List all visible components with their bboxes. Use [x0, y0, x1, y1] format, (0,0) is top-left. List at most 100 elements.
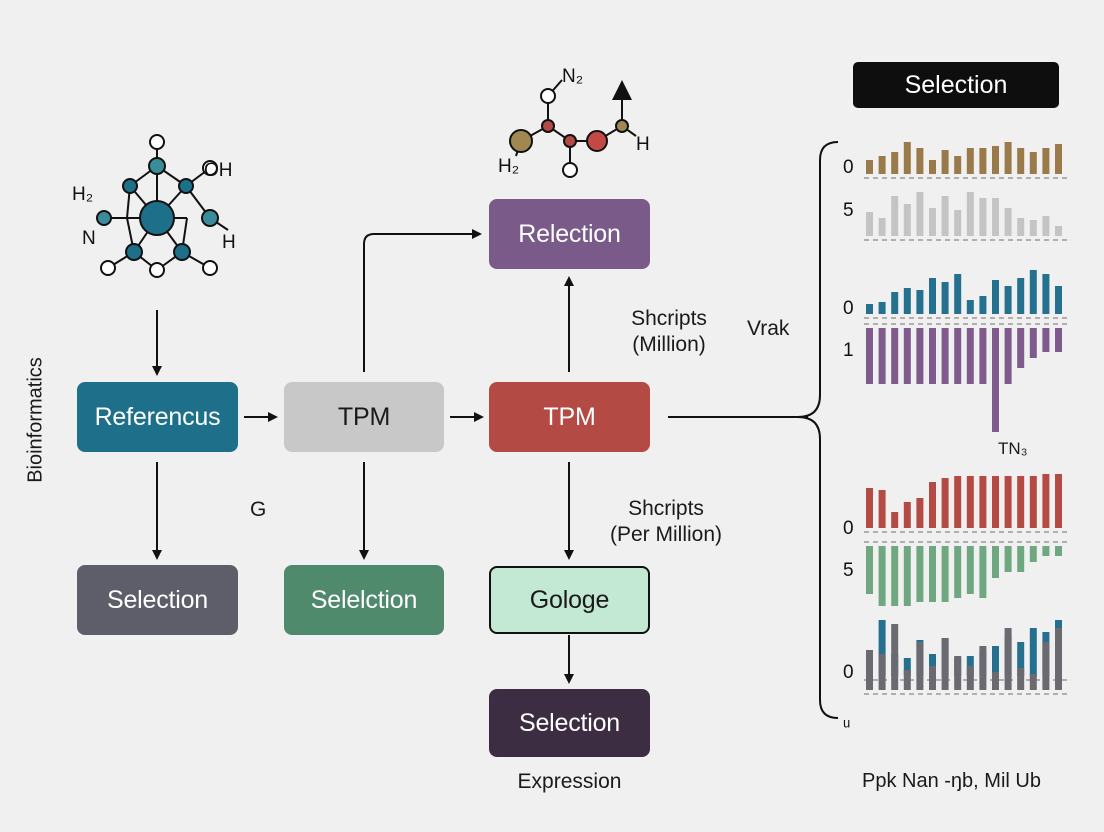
chart-bar — [954, 156, 962, 174]
molecule-left-icon: H₂ N OH H — [72, 134, 236, 278]
node-selelction-green[interactable]: Selelction — [284, 565, 444, 635]
chart-bar — [1017, 642, 1025, 676]
chart-bar — [941, 478, 949, 528]
chart-bar — [966, 666, 974, 690]
selection-charts — [864, 142, 1070, 695]
chart-bar — [929, 482, 936, 528]
chart-bar — [941, 150, 949, 174]
chart-bar — [1042, 328, 1050, 352]
chart-axis-number: 5 — [843, 560, 854, 581]
molecule-left-label-h2: H₂ — [72, 184, 93, 205]
label-expression: Expression — [517, 770, 622, 793]
label-shcripts-million-line2: (Million) — [632, 333, 706, 356]
chart-bar — [1004, 286, 1012, 314]
chart-bar — [929, 208, 936, 236]
node-gologe-label: Gologe — [529, 585, 610, 614]
chart-bar — [916, 498, 924, 528]
chart-bar — [992, 646, 999, 676]
chart-bar — [891, 546, 899, 606]
chart-bar — [1042, 642, 1050, 690]
chart-bar — [1029, 546, 1037, 562]
chart-bar — [866, 650, 873, 690]
node-referencus-label: Referencus — [94, 402, 221, 431]
node-selection-gray[interactable]: Selection — [77, 565, 238, 635]
chart-axis-number: 5 — [843, 200, 854, 221]
chart-bar — [979, 646, 987, 690]
node-tpm-gray[interactable]: TPM — [284, 382, 444, 452]
molecule-top-label-n2: N₂ — [562, 66, 583, 87]
chart-bar — [1004, 142, 1012, 174]
node-selection-dark[interactable]: Selection — [489, 689, 650, 757]
chart-bar — [916, 148, 924, 174]
label-shcripts-per-million: Shcripts (Per Million) — [596, 496, 736, 548]
chart-bar — [1029, 674, 1037, 690]
label-shcripts-per-million-line2: (Per Million) — [609, 523, 722, 546]
chart-bar — [1042, 216, 1050, 236]
chart-bar — [1029, 628, 1037, 676]
chart-bar — [929, 654, 936, 676]
molecule-left-label-n: N — [82, 228, 96, 249]
chart-bar — [1055, 474, 1062, 528]
chart-bar — [1042, 148, 1050, 174]
chart-bar — [916, 546, 924, 602]
chart-bar — [1055, 328, 1062, 352]
chart-bar — [916, 192, 924, 236]
chart-bar — [1055, 226, 1062, 236]
chart-bar — [866, 160, 873, 174]
chart-bar — [1029, 328, 1037, 358]
chart-bar — [891, 512, 899, 528]
chart-bar — [903, 502, 911, 528]
node-selection-gray-label: Selection — [106, 585, 209, 614]
node-referencus[interactable]: Referencus — [77, 382, 238, 452]
chart-bar — [878, 546, 886, 606]
chart-bar — [992, 146, 999, 174]
chart-bar — [992, 546, 999, 578]
chart-bar — [1055, 144, 1062, 174]
chart-bar — [878, 156, 886, 174]
side-label: Bioinformatics — [24, 357, 47, 483]
chart-bar — [941, 546, 949, 602]
chart-bar — [903, 288, 911, 314]
chart-bar — [941, 638, 949, 690]
node-gologe[interactable]: Gologe — [489, 566, 650, 634]
chart-axis-number: 0 — [843, 298, 854, 319]
label-g: G — [250, 498, 267, 521]
chart-bar — [903, 328, 911, 384]
chart-bar — [866, 488, 873, 528]
chart-bar — [891, 292, 899, 314]
node-tpm-red-label: TPM — [543, 402, 596, 431]
chart-axis-number: ᵤ — [843, 710, 851, 731]
chart-bar — [878, 328, 886, 384]
chart-bar — [1029, 270, 1037, 314]
chart-bar — [966, 192, 974, 236]
node-tpm-red[interactable]: TPM — [489, 382, 650, 452]
chart-bar — [929, 278, 936, 314]
label-shcripts-million: Shcripts (Million) — [604, 306, 734, 358]
chart-bar — [954, 274, 962, 314]
chart-bar — [878, 490, 886, 528]
chart-bar — [979, 296, 987, 314]
chart-bar — [979, 198, 987, 236]
brace — [797, 141, 839, 719]
chart-bar — [903, 670, 911, 690]
chart-bar — [878, 302, 886, 314]
chart-bar — [1017, 148, 1025, 174]
chart-bar — [1017, 546, 1025, 572]
chart-axis-number: 0 — [843, 157, 854, 178]
chart-bar — [1017, 218, 1025, 236]
chart-bar — [954, 476, 962, 528]
label-shcripts-million-line1: Shcripts — [631, 307, 707, 330]
chart-bar — [1055, 628, 1062, 690]
node-relection-label: Relection — [518, 219, 621, 248]
chart-bar — [1004, 546, 1012, 572]
node-selection-dark-label: Selection — [518, 708, 621, 737]
chart-bar — [941, 282, 949, 314]
chart-bar — [929, 328, 936, 384]
node-relection[interactable]: Relection — [489, 199, 650, 269]
chart-bar — [992, 328, 999, 432]
chart-bar — [866, 212, 873, 236]
chart-bar — [966, 476, 974, 528]
chart-axis-number: 0 — [843, 518, 854, 539]
